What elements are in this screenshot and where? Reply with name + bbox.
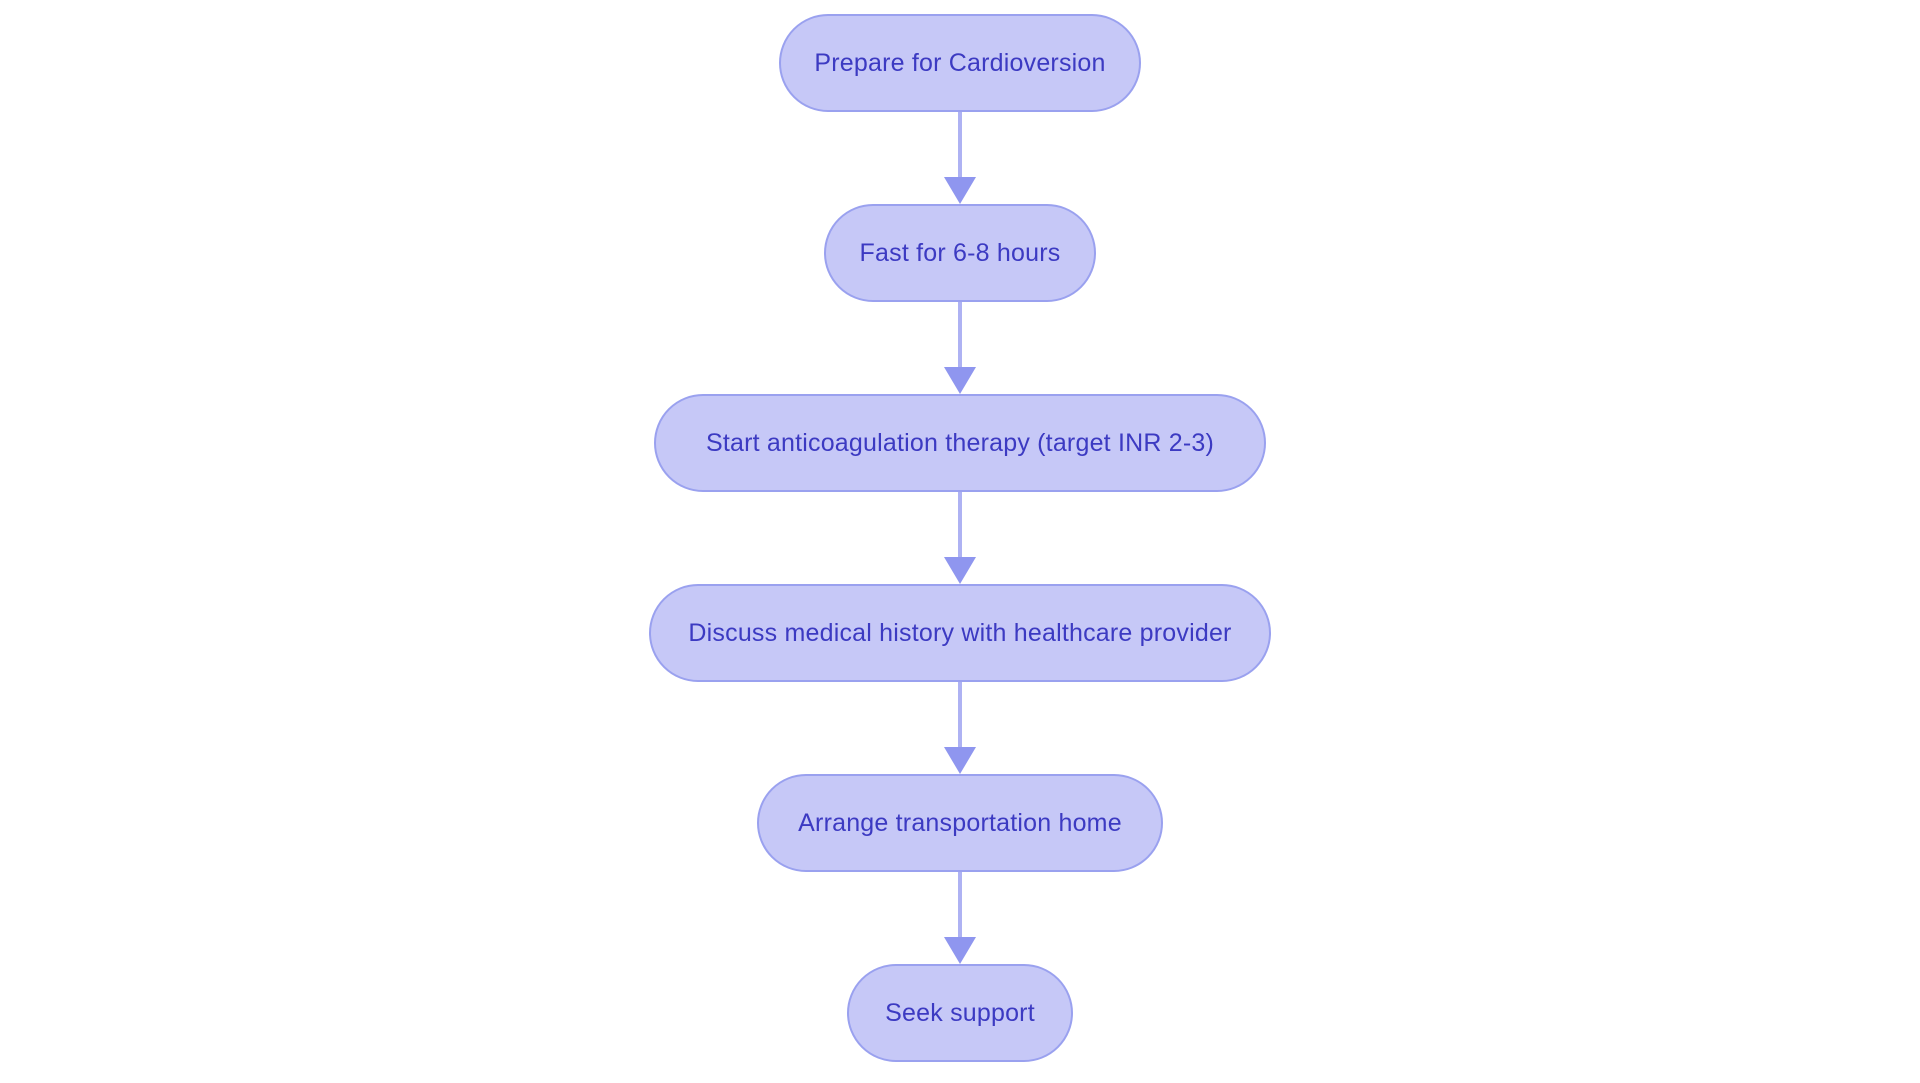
flow-node-start-anticoagulation-therapy: Start anticoagulation therapy (target IN… bbox=[654, 394, 1266, 492]
flow-node-arrange-transportation-home: Arrange transportation home bbox=[757, 774, 1163, 872]
flow-node-fast-for-6-8-hours: Fast for 6-8 hours bbox=[824, 204, 1096, 302]
arrow-down-icon bbox=[944, 112, 976, 204]
arrow-head-icon bbox=[944, 937, 976, 964]
flow-node-discuss-medical-history: Discuss medical history with healthcare … bbox=[649, 584, 1271, 682]
arrow-head-icon bbox=[944, 177, 976, 204]
arrow-line bbox=[958, 302, 962, 372]
arrow-head-icon bbox=[944, 747, 976, 774]
arrow-down-icon bbox=[944, 302, 976, 394]
arrow-down-icon bbox=[944, 492, 976, 584]
flow-node-prepare-for-cardioversion: Prepare for Cardioversion bbox=[779, 14, 1141, 112]
flow-node-seek-support: Seek support bbox=[847, 964, 1073, 1062]
arrow-down-icon bbox=[944, 682, 976, 774]
arrow-line bbox=[958, 492, 962, 562]
arrow-down-icon bbox=[944, 872, 976, 964]
arrow-head-icon bbox=[944, 367, 976, 394]
arrow-line bbox=[958, 872, 962, 942]
arrow-head-icon bbox=[944, 557, 976, 584]
arrow-line bbox=[958, 682, 962, 752]
arrow-line bbox=[958, 112, 962, 182]
